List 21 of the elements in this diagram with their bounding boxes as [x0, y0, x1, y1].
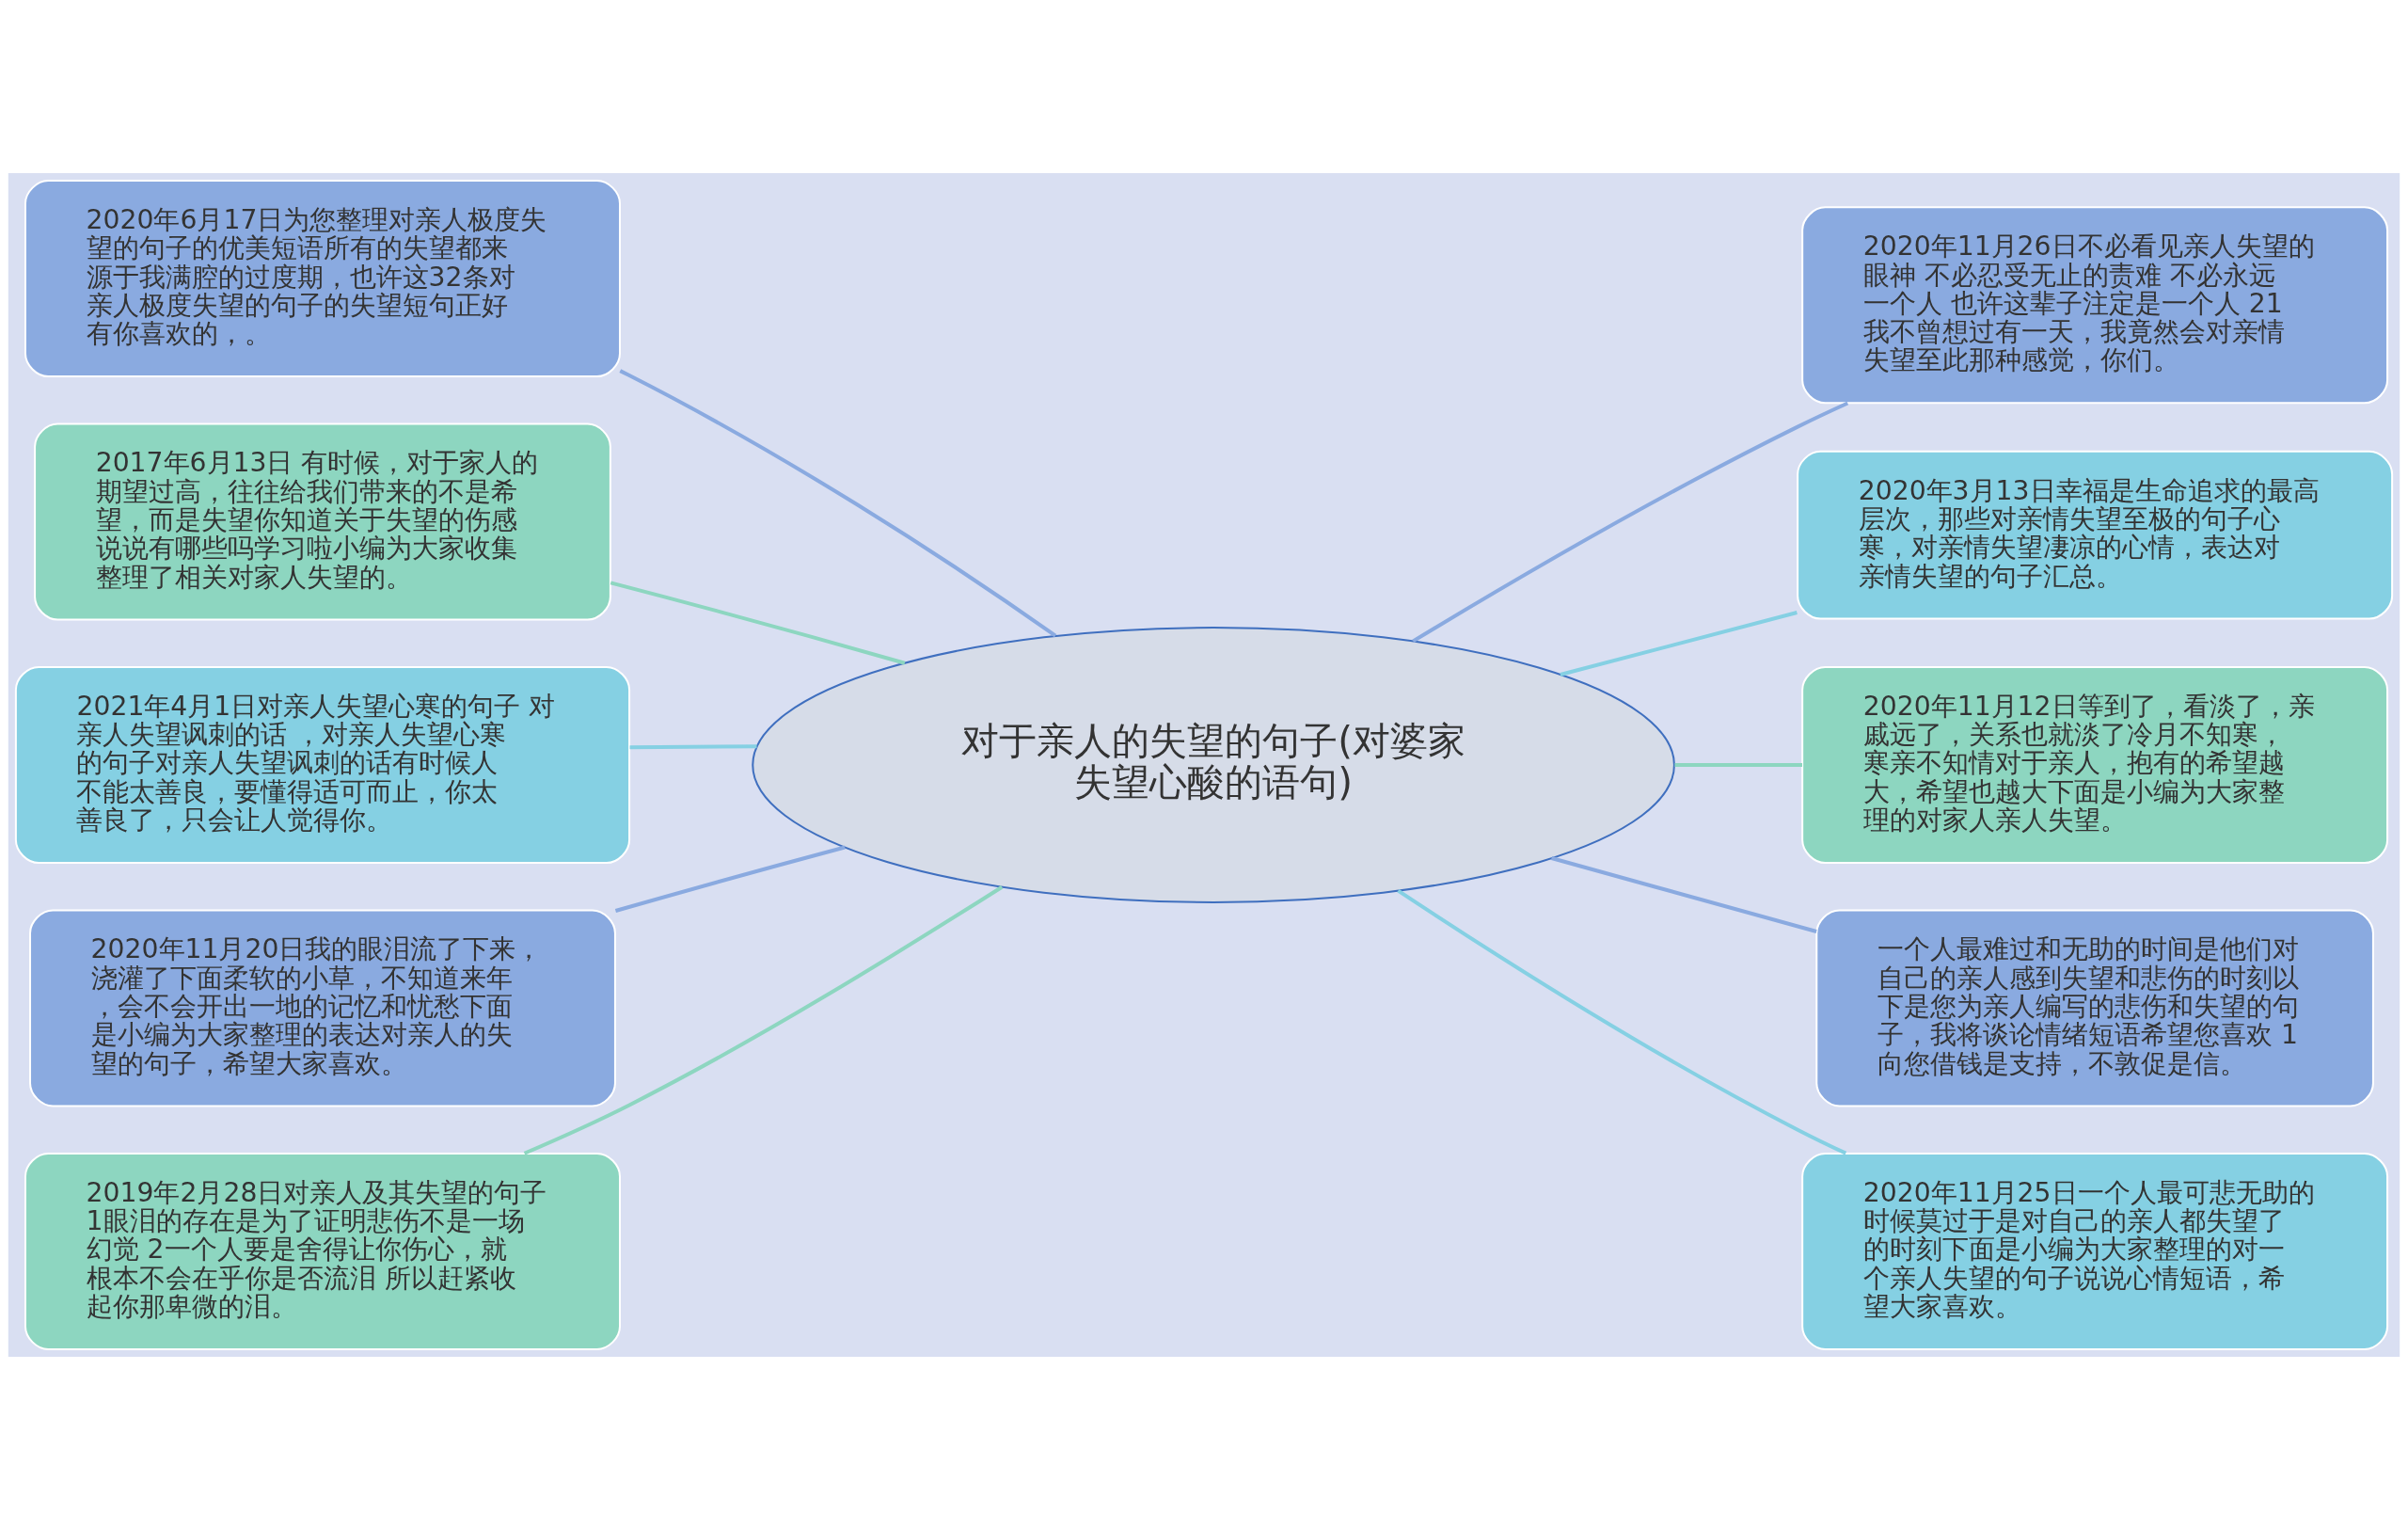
node-box: 2020年6月17日为您整理对亲人极度失望的句子的优美短语所有的失望都来源于我满腔的过度期，也许这32条对亲人极度失望的句子的失望短句正好有你喜欢的，。	[24, 179, 621, 377]
node-box: 2020年3月13日幸福是生命追求的最高层次，那些对亲情失望至极的句子心寒，对亲情失望凄凉的心情，表达对亲情失望的句子汇总。	[1797, 450, 2394, 620]
node-box: 2020年11月25日一个人最可悲无助的时候莫过于是对自己的亲人都失望了的时刻下面是小编为大家整理的对一个亲人失望的句子说说心情短语，希望大家喜欢。	[1801, 1152, 2389, 1350]
connector	[629, 743, 757, 749]
connector	[619, 368, 1057, 637]
connector	[1674, 762, 1803, 767]
node-box: 2020年11月26日不必看见亲人失望的眼神 不必忍受无止的责难 不必永远一个人 也许这辈子注定是一个人 21我不曾想过有一天，我竟然会对亲情失望至此那种感觉，你们。	[1801, 205, 2389, 404]
node-box: 2020年11月12日等到了，看淡了，亲戚远了，关系也就淡了冷月不知寒，寒亲不知情对于亲人，抱有的希望越大，希望也越大下面是小编为大家整理的对家人亲人失望。	[1801, 665, 2389, 864]
connector	[1560, 610, 1798, 677]
node-box: 2017年6月13日 有时候，对于家人的期望过高，往往给我们带来的不是希望，而是失望你知道关于失望的伤感说说有哪些吗学习啦小编为大家收集整理了相关对家人失望的。	[34, 422, 611, 621]
connector	[523, 884, 1004, 1155]
connector	[610, 580, 906, 665]
node-box: 一个人最难过和无助的时间是他们对自己的亲人感到失望和悲伤的时刻以下是您为亲人编写的悲伤和失望的句子，我将谈论情绪短语希望您喜欢 1向您借钱是支持，不敦促是信。	[1815, 908, 2374, 1107]
connector	[1397, 888, 1847, 1155]
node-box: 2019年2月28日对亲人及其失望的句子1眼泪的存在是为了证明悲伤不是一场幻觉 2一个人要是舍得让你伤心，就根本不会在乎你是否流泪 所以赶紧收起你那卑微的泪。	[24, 1152, 621, 1350]
connector	[1412, 401, 1849, 643]
connector	[614, 845, 846, 913]
node-box: 2021年4月1日对亲人失望心寒的句子 对亲人失望讽刺的话 ，对亲人失望心寒的句子对亲人失望讽刺的话有时候人不能太善良，要懂得适可而止，你太善良了，只会让人觉得你。	[14, 665, 631, 864]
node-ellipse: 对于亲人的失望的句子(对婆家失望心酸的语句)	[752, 626, 1675, 903]
node-box: 2020年11月20日我的眼泪流了下来，浇灌了下面柔软的小草，不知道来年，会不会开出一地的记忆和忧愁下面是小编为大家整理的表达对亲人的失望的句子，希望大家喜欢。	[29, 908, 616, 1107]
connector	[1550, 855, 1817, 933]
